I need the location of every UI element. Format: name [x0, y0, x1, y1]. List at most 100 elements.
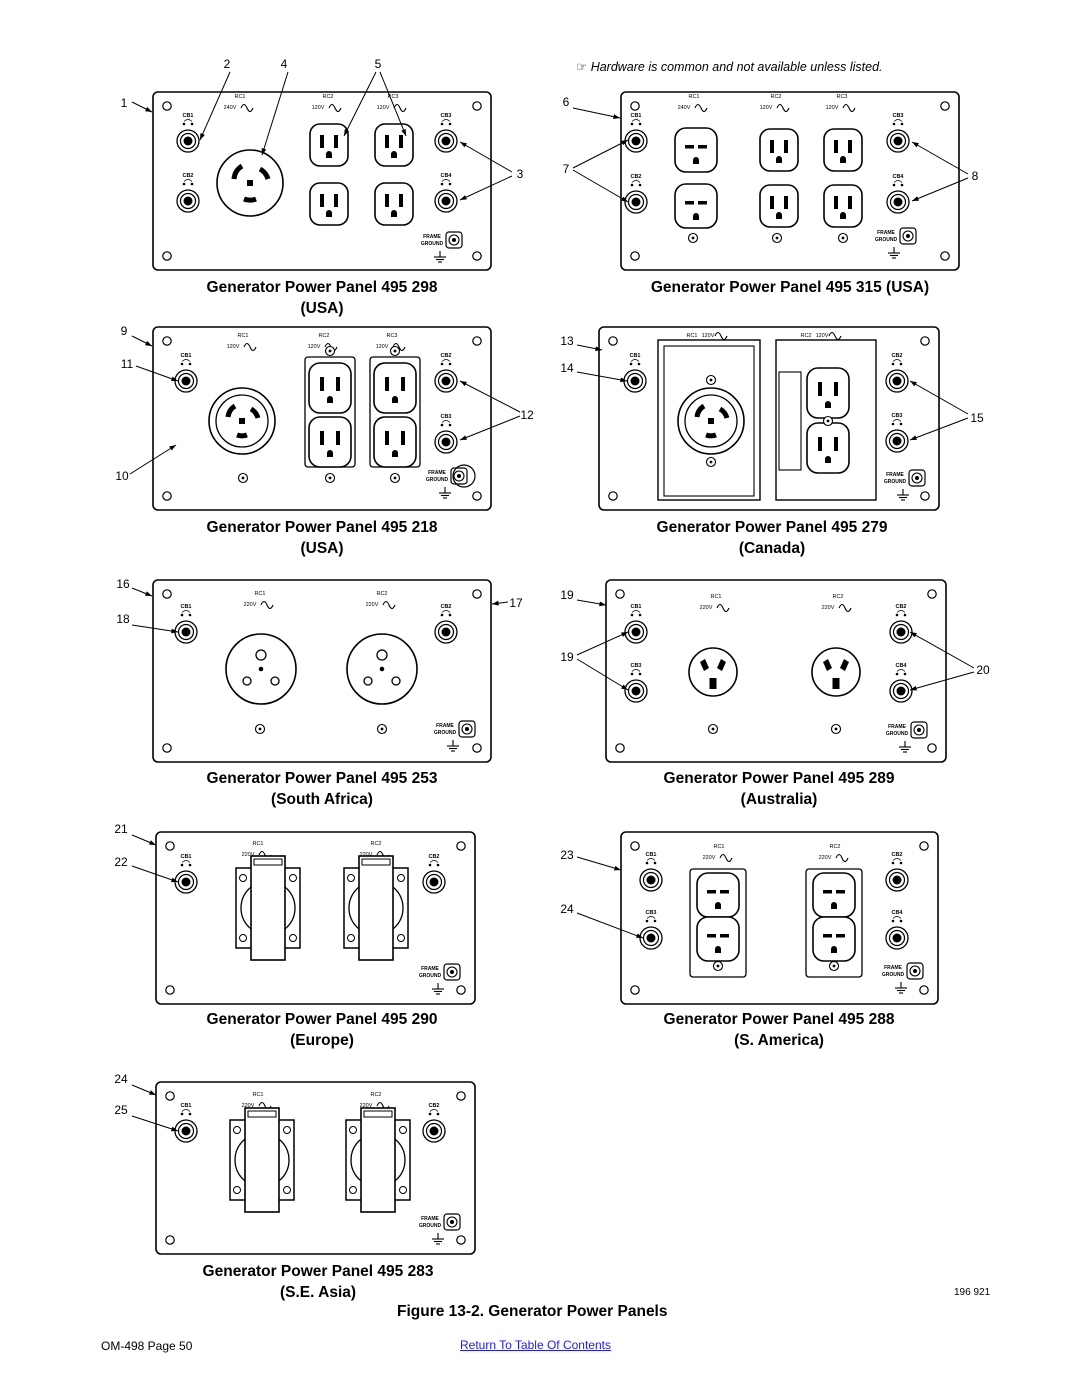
return-to-toc-link[interactable]: Return To Table Of Contents: [460, 1338, 611, 1352]
screw: [389, 472, 401, 484]
circuit-breaker: [422, 870, 446, 894]
circuit-breaker: [434, 430, 458, 454]
voltage-label: 220V: [819, 855, 832, 861]
leader-line: [572, 139, 629, 169]
circuit-breaker: [174, 1119, 198, 1143]
circuit-breaker: [639, 926, 663, 950]
rc-label: RC2: [322, 94, 333, 100]
voltage-label: 120V: [308, 344, 321, 350]
cb-label: CB2: [891, 353, 902, 359]
leader-line: [572, 169, 629, 203]
mounting-hole: [927, 589, 937, 599]
cover-plate-inner: [663, 345, 755, 497]
panel-caption-line: Generator Power Panel 495 315 (USA): [650, 279, 930, 296]
circuit-breaker: [885, 429, 909, 453]
ground-label: GROUND: [419, 1223, 442, 1229]
leader-line: [459, 415, 521, 441]
cb-label: CB3: [892, 113, 903, 119]
panel-caption-line: Generator Power Panel 495 288: [663, 1011, 895, 1028]
panel-caption-line: Generator Power Panel 495 289: [663, 770, 895, 787]
mounting-hole: [456, 1091, 466, 1101]
cb-label: CB1: [630, 604, 641, 610]
mounting-hole: [456, 841, 466, 851]
ground-label: GROUND: [886, 731, 909, 737]
leader-line: [131, 624, 179, 633]
panel-caption-line: Generator Power Panel 495 253: [206, 770, 438, 787]
callout-number: 20: [976, 663, 990, 677]
circuit-breaker: [885, 868, 909, 892]
ground-lug: [910, 721, 928, 739]
mounting-hole: [919, 841, 929, 851]
callout-number: 1: [121, 96, 128, 110]
leader-line: [576, 856, 622, 871]
leader-arrowhead: [595, 346, 602, 352]
mounting-hole: [630, 841, 640, 851]
leader-arrowhead: [910, 685, 917, 691]
panel-caption-p283: Generator Power Panel 495 283(S.E. Asia): [148, 1261, 488, 1303]
cb-label: CB1: [180, 353, 191, 359]
rc-label: RC1: [254, 591, 265, 597]
leader-arrowhead: [621, 196, 628, 202]
cb-label: CB2: [895, 604, 906, 610]
mounting-hole: [456, 985, 466, 995]
rc-label: RC3: [836, 94, 847, 100]
cb-label: CB4: [440, 173, 452, 179]
screw: [324, 345, 336, 357]
leader-arrowhead: [344, 129, 350, 136]
doc-number: 196 921: [954, 1287, 991, 1298]
receptacle-120v: [374, 182, 414, 226]
screw: [705, 374, 717, 386]
frame-label: FRAME: [421, 1216, 439, 1222]
mounting-hole: [630, 985, 640, 995]
cb-label: CB3: [630, 663, 641, 669]
cb-label: CB3: [440, 414, 451, 420]
ground-label: GROUND: [884, 479, 907, 485]
leader-arrowhead: [145, 340, 152, 346]
leader-line: [459, 380, 521, 413]
circuit-breaker: [434, 369, 458, 393]
circuit-breaker: [422, 1119, 446, 1143]
leader-arrowhead: [912, 142, 919, 148]
cb-label: CB4: [891, 910, 903, 916]
cb-label: CB4: [892, 174, 904, 180]
socket-australia: [811, 647, 861, 697]
callout-number: 19: [560, 650, 574, 664]
mounting-hole: [472, 251, 482, 261]
callout-number: 24: [114, 1072, 128, 1086]
receptacle-120v: [308, 416, 352, 468]
receptacle-120v: [806, 367, 850, 419]
leader-line: [135, 365, 179, 382]
leader-line: [379, 71, 407, 137]
cb-label: CB1: [629, 353, 640, 359]
twistlock-receptacle: [209, 388, 275, 454]
mounting-hole: [940, 251, 950, 261]
mounting-hole: [165, 1091, 175, 1101]
leader-arrowhead: [149, 1090, 156, 1095]
leader-line: [576, 658, 629, 691]
receptacle-120v: [374, 123, 414, 167]
voltage-label: 120V: [816, 333, 829, 339]
leader-arrowhead: [171, 877, 178, 883]
mounting-hole: [472, 589, 482, 599]
circuit-breaker: [176, 189, 200, 213]
mounting-hole: [162, 336, 172, 346]
mounting-hole: [472, 336, 482, 346]
screw: [376, 723, 388, 735]
mounting-hole: [162, 491, 172, 501]
voltage-label: 220V: [360, 1103, 373, 1109]
rc-label: RC1: [710, 594, 721, 600]
ground-lug: [908, 469, 926, 487]
receptacle-120v: [759, 184, 799, 228]
leader-line: [131, 1115, 179, 1132]
leader-arrowhead: [621, 140, 628, 146]
screw: [771, 232, 783, 244]
panel-caption-line: (Australia): [740, 791, 818, 808]
ground-label: GROUND: [882, 972, 905, 978]
receptacle-120v: [823, 184, 863, 228]
panel-caption-line: Generator Power Panel 495 279: [656, 519, 888, 536]
screw: [712, 960, 724, 972]
circuit-breaker: [886, 129, 910, 153]
circuit-breaker: [624, 129, 648, 153]
leader-arrowhead: [460, 195, 467, 200]
rc-label: RC1: [686, 333, 697, 339]
